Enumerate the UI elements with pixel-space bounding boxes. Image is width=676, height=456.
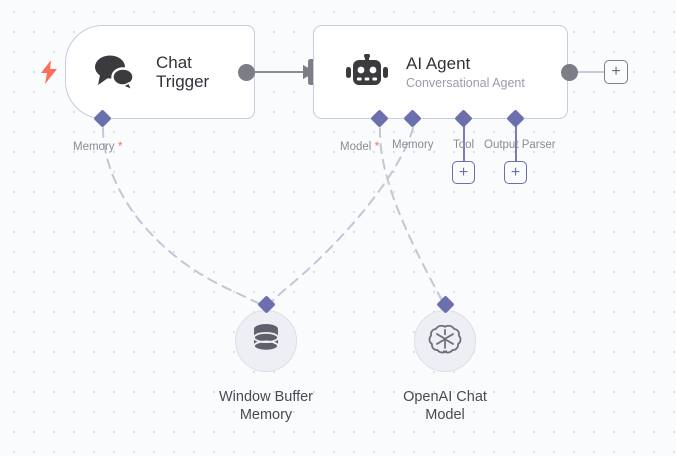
ai-agent-model-port-label: Model * xyxy=(340,139,379,153)
node-ai-agent-subtitle: Conversational Agent xyxy=(406,75,525,90)
required-asterisk: * xyxy=(371,139,380,153)
required-asterisk: * xyxy=(114,139,123,153)
ai-agent-output-dot[interactable] xyxy=(561,64,578,81)
ai-agent-tool-add-button[interactable]: + xyxy=(452,161,475,184)
connection-aiagent-memory-to-windowbuffer xyxy=(269,127,414,304)
openai-logo-icon xyxy=(428,322,462,361)
node-chat-trigger-text: Chat Trigger xyxy=(156,53,209,91)
robot-icon xyxy=(346,54,388,90)
node-window-buffer-memory[interactable] xyxy=(235,310,297,372)
connection-chattrigger-to-aiagent xyxy=(255,65,316,79)
node-openai-chat-model[interactable] xyxy=(414,310,476,372)
node-ai-agent-text: AI Agent Conversational Agent xyxy=(406,54,525,89)
connection-chattrigger-memory-to-windowbuffer xyxy=(102,127,263,306)
node-chat-trigger-title: Chat Trigger xyxy=(156,52,210,91)
plus-icon: + xyxy=(458,163,469,181)
node-openai-chat-model-label: OpenAI Chat Model xyxy=(403,389,487,424)
chat-trigger-memory-port-label: Memory * xyxy=(73,139,123,153)
lightning-bolt-icon xyxy=(41,60,57,88)
connection-aiagent-model-to-openai xyxy=(378,127,445,305)
ai-agent-outputparser-port-label: Output Parser xyxy=(484,139,556,151)
node-ai-agent-title: AI Agent xyxy=(406,54,471,74)
database-stack-icon xyxy=(251,323,281,360)
ai-agent-outputparser-add-button[interactable]: + xyxy=(504,161,527,184)
node-chat-trigger[interactable]: Chat Trigger xyxy=(65,25,255,119)
plus-icon: + xyxy=(611,63,621,80)
node-ai-agent[interactable]: AI Agent Conversational Agent xyxy=(313,25,568,119)
add-node-button[interactable]: + xyxy=(604,60,628,84)
ai-agent-memory-port-label: Memory xyxy=(392,139,434,151)
chat-trigger-output-dot[interactable] xyxy=(238,64,255,81)
chat-trigger-memory-port-text: Memory xyxy=(73,141,115,153)
node-window-buffer-memory-label: Window Buffer Memory xyxy=(218,389,314,424)
ai-agent-model-port-text: Model xyxy=(340,141,372,153)
ai-agent-tool-port-label: Tool xyxy=(453,139,475,151)
chat-bubbles-icon xyxy=(92,53,138,91)
ai-agent-input-port[interactable] xyxy=(308,59,317,85)
plus-icon: + xyxy=(510,163,521,181)
